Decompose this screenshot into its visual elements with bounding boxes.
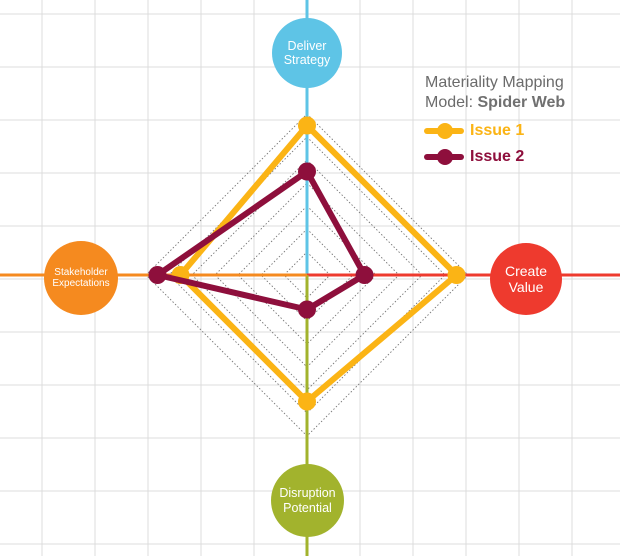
- scale-ring: [168, 136, 446, 414]
- title-prefix: Model:: [425, 94, 478, 111]
- series-line-issue-2: [154, 168, 368, 313]
- data-point-issue-1: [447, 266, 466, 284]
- title-line-1: Materiality Mapping: [425, 74, 564, 91]
- title-bold: Spider Web: [477, 94, 566, 111]
- legend-line-icon: [424, 123, 464, 139]
- scale-ring: [283, 251, 331, 299]
- axis-label-stakeholder-expectations: Stakeholder Expectations: [44, 241, 118, 315]
- axis-label-create-value: Create Value: [490, 243, 562, 315]
- axis-label-deliver-strategy: Deliver Strategy: [272, 18, 342, 88]
- legend-label: Issue 1: [470, 122, 525, 139]
- legend-item-issue-1: Issue 1: [424, 121, 524, 141]
- data-point-issue-2: [298, 300, 316, 319]
- data-point-issue-1: [298, 116, 316, 135]
- legend-line-icon: [424, 149, 464, 165]
- legend-item-issue-2: Issue 2: [424, 147, 524, 167]
- legend-dot-icon: [437, 149, 453, 165]
- data-point-issue-2: [355, 266, 374, 284]
- diagram-title: Materiality Mapping Model: Spider Web: [425, 73, 615, 113]
- legend-dot-icon: [437, 123, 453, 139]
- data-point-issue-1: [298, 392, 316, 411]
- data-point-issue-2: [148, 266, 167, 284]
- axis-label-disruption-potential: Disruption Potential: [271, 464, 344, 537]
- series-line-issue-1: [177, 122, 460, 405]
- data-point-issue-2: [298, 162, 316, 181]
- legend-label: Issue 2: [470, 148, 525, 165]
- title-line-2: Model: Spider Web: [425, 93, 615, 113]
